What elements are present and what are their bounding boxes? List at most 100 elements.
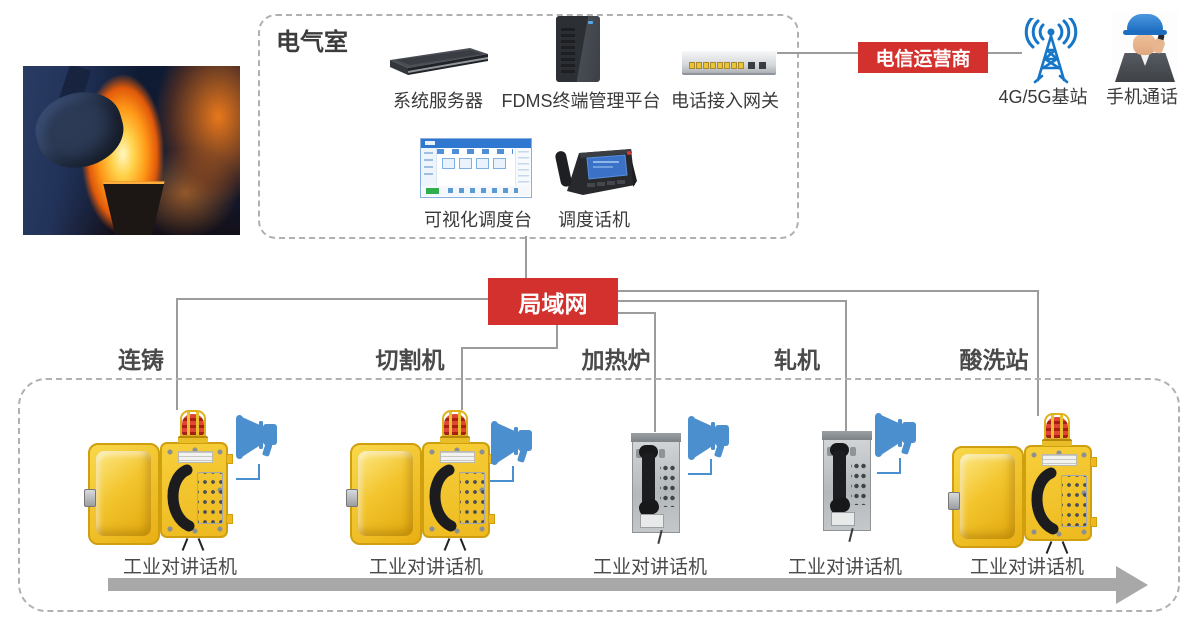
base-station-label: 4G/5G基站	[998, 87, 1088, 107]
console-sidebar	[421, 148, 437, 186]
weatherproof-phone-icon	[346, 410, 495, 551]
weatherproof-phone-icon	[84, 410, 233, 551]
station-name: 切割机	[375, 347, 445, 373]
speaker-connector	[877, 458, 901, 474]
vent-slits	[561, 28, 575, 74]
label-plate	[1042, 454, 1077, 466]
rack-server-icon	[386, 44, 492, 78]
speaker-connector	[688, 459, 712, 475]
connector-line	[461, 347, 558, 349]
speaker-icon	[235, 412, 283, 462]
speaker-connector	[490, 466, 514, 482]
hand	[1151, 37, 1166, 55]
beacon-icon	[1042, 413, 1072, 446]
face	[1133, 34, 1156, 55]
hardhat-brim	[1123, 30, 1167, 35]
weatherproof-phone-icon	[948, 413, 1097, 554]
console-toolbar	[422, 186, 530, 196]
label-plate	[178, 451, 213, 463]
connector-line	[654, 312, 656, 432]
console-header	[421, 139, 531, 148]
phone-label: 工业对讲话机	[969, 557, 1085, 578]
console-menu	[437, 149, 513, 154]
phone-door	[84, 443, 160, 545]
connector-line	[525, 236, 527, 278]
tower-server-icon	[556, 16, 600, 82]
connector-line	[845, 300, 847, 431]
connector-line	[618, 290, 1039, 292]
gateway-switch-icon	[682, 51, 776, 73]
handset-icon	[167, 464, 195, 532]
phone-body	[1024, 445, 1097, 541]
phone-door	[346, 443, 422, 545]
phone-body	[422, 442, 495, 538]
ladle-silhouette	[27, 82, 132, 178]
handset-icon	[1031, 467, 1059, 535]
electrical-room-box: 电气室	[258, 14, 799, 239]
station-name: 酸洗站	[959, 347, 1029, 373]
connector-line	[556, 325, 558, 349]
connector-line	[176, 298, 178, 410]
phone-label: 工业对讲话机	[787, 557, 903, 578]
keypad	[197, 472, 223, 524]
telecom-operator-badge: 电信运营商	[858, 42, 988, 73]
panel-phone-icon	[822, 431, 872, 543]
connector-line	[618, 300, 847, 302]
panel-phone-icon	[631, 433, 681, 545]
flow-arrow-icon	[108, 578, 1118, 591]
console-cards	[442, 158, 506, 169]
label-plate	[831, 512, 855, 526]
device-label: 系统服务器	[393, 91, 483, 111]
label-plate	[640, 514, 664, 528]
door-latch	[948, 492, 960, 510]
mobile-call-label: 手机通话	[1106, 87, 1178, 107]
station-name: 连铸	[118, 347, 164, 373]
speaker-icon	[687, 413, 735, 463]
hardhat	[1127, 14, 1163, 32]
handset-icon	[429, 464, 457, 532]
keypad	[660, 461, 675, 507]
ethernet-ports	[689, 62, 766, 69]
connector-line	[618, 312, 656, 314]
worker-photo	[1112, 12, 1178, 82]
beacon-icon	[440, 410, 470, 443]
device-label: 可视化调度台	[424, 210, 532, 230]
field-area-box	[18, 378, 1180, 612]
door-latch	[84, 489, 96, 507]
connector-line	[777, 52, 858, 54]
station-name: 加热炉	[581, 347, 651, 373]
cauldron-silhouette	[102, 181, 165, 235]
speaker-connector	[236, 464, 260, 480]
door-latch	[346, 489, 358, 507]
dispatch-console-icon	[420, 138, 532, 198]
beacon-icon	[178, 410, 208, 443]
flow-arrow-head	[1116, 566, 1148, 604]
power-led	[588, 21, 593, 24]
phone-body	[160, 442, 233, 538]
keypad	[1061, 475, 1087, 527]
keypad	[851, 459, 866, 505]
console-toolbar-icons	[448, 188, 518, 193]
phone-door	[948, 446, 1024, 548]
dispatch-phone-icon	[553, 141, 639, 199]
shirt	[1140, 53, 1150, 66]
console-green-button	[426, 188, 439, 194]
connector-line	[176, 298, 488, 300]
phone-label: 工业对讲话机	[592, 557, 708, 578]
phone-label: 工业对讲话机	[122, 557, 238, 578]
foundry-photo	[23, 66, 240, 235]
speaker-icon	[874, 410, 922, 460]
phone-label: 工业对讲话机	[368, 557, 484, 578]
station-name: 轧机	[774, 347, 820, 373]
device-label: 调度话机	[558, 210, 630, 230]
console-right-panel	[515, 148, 531, 191]
connector-line	[1037, 290, 1039, 416]
keypad	[459, 472, 485, 524]
connector-line	[988, 52, 1022, 54]
device-label: 电话接入网关	[671, 91, 779, 111]
speaker-icon	[490, 418, 538, 468]
base-station-icon	[1022, 18, 1080, 84]
label-plate	[440, 451, 475, 463]
device-label: FDMS终端管理平台	[501, 91, 661, 111]
